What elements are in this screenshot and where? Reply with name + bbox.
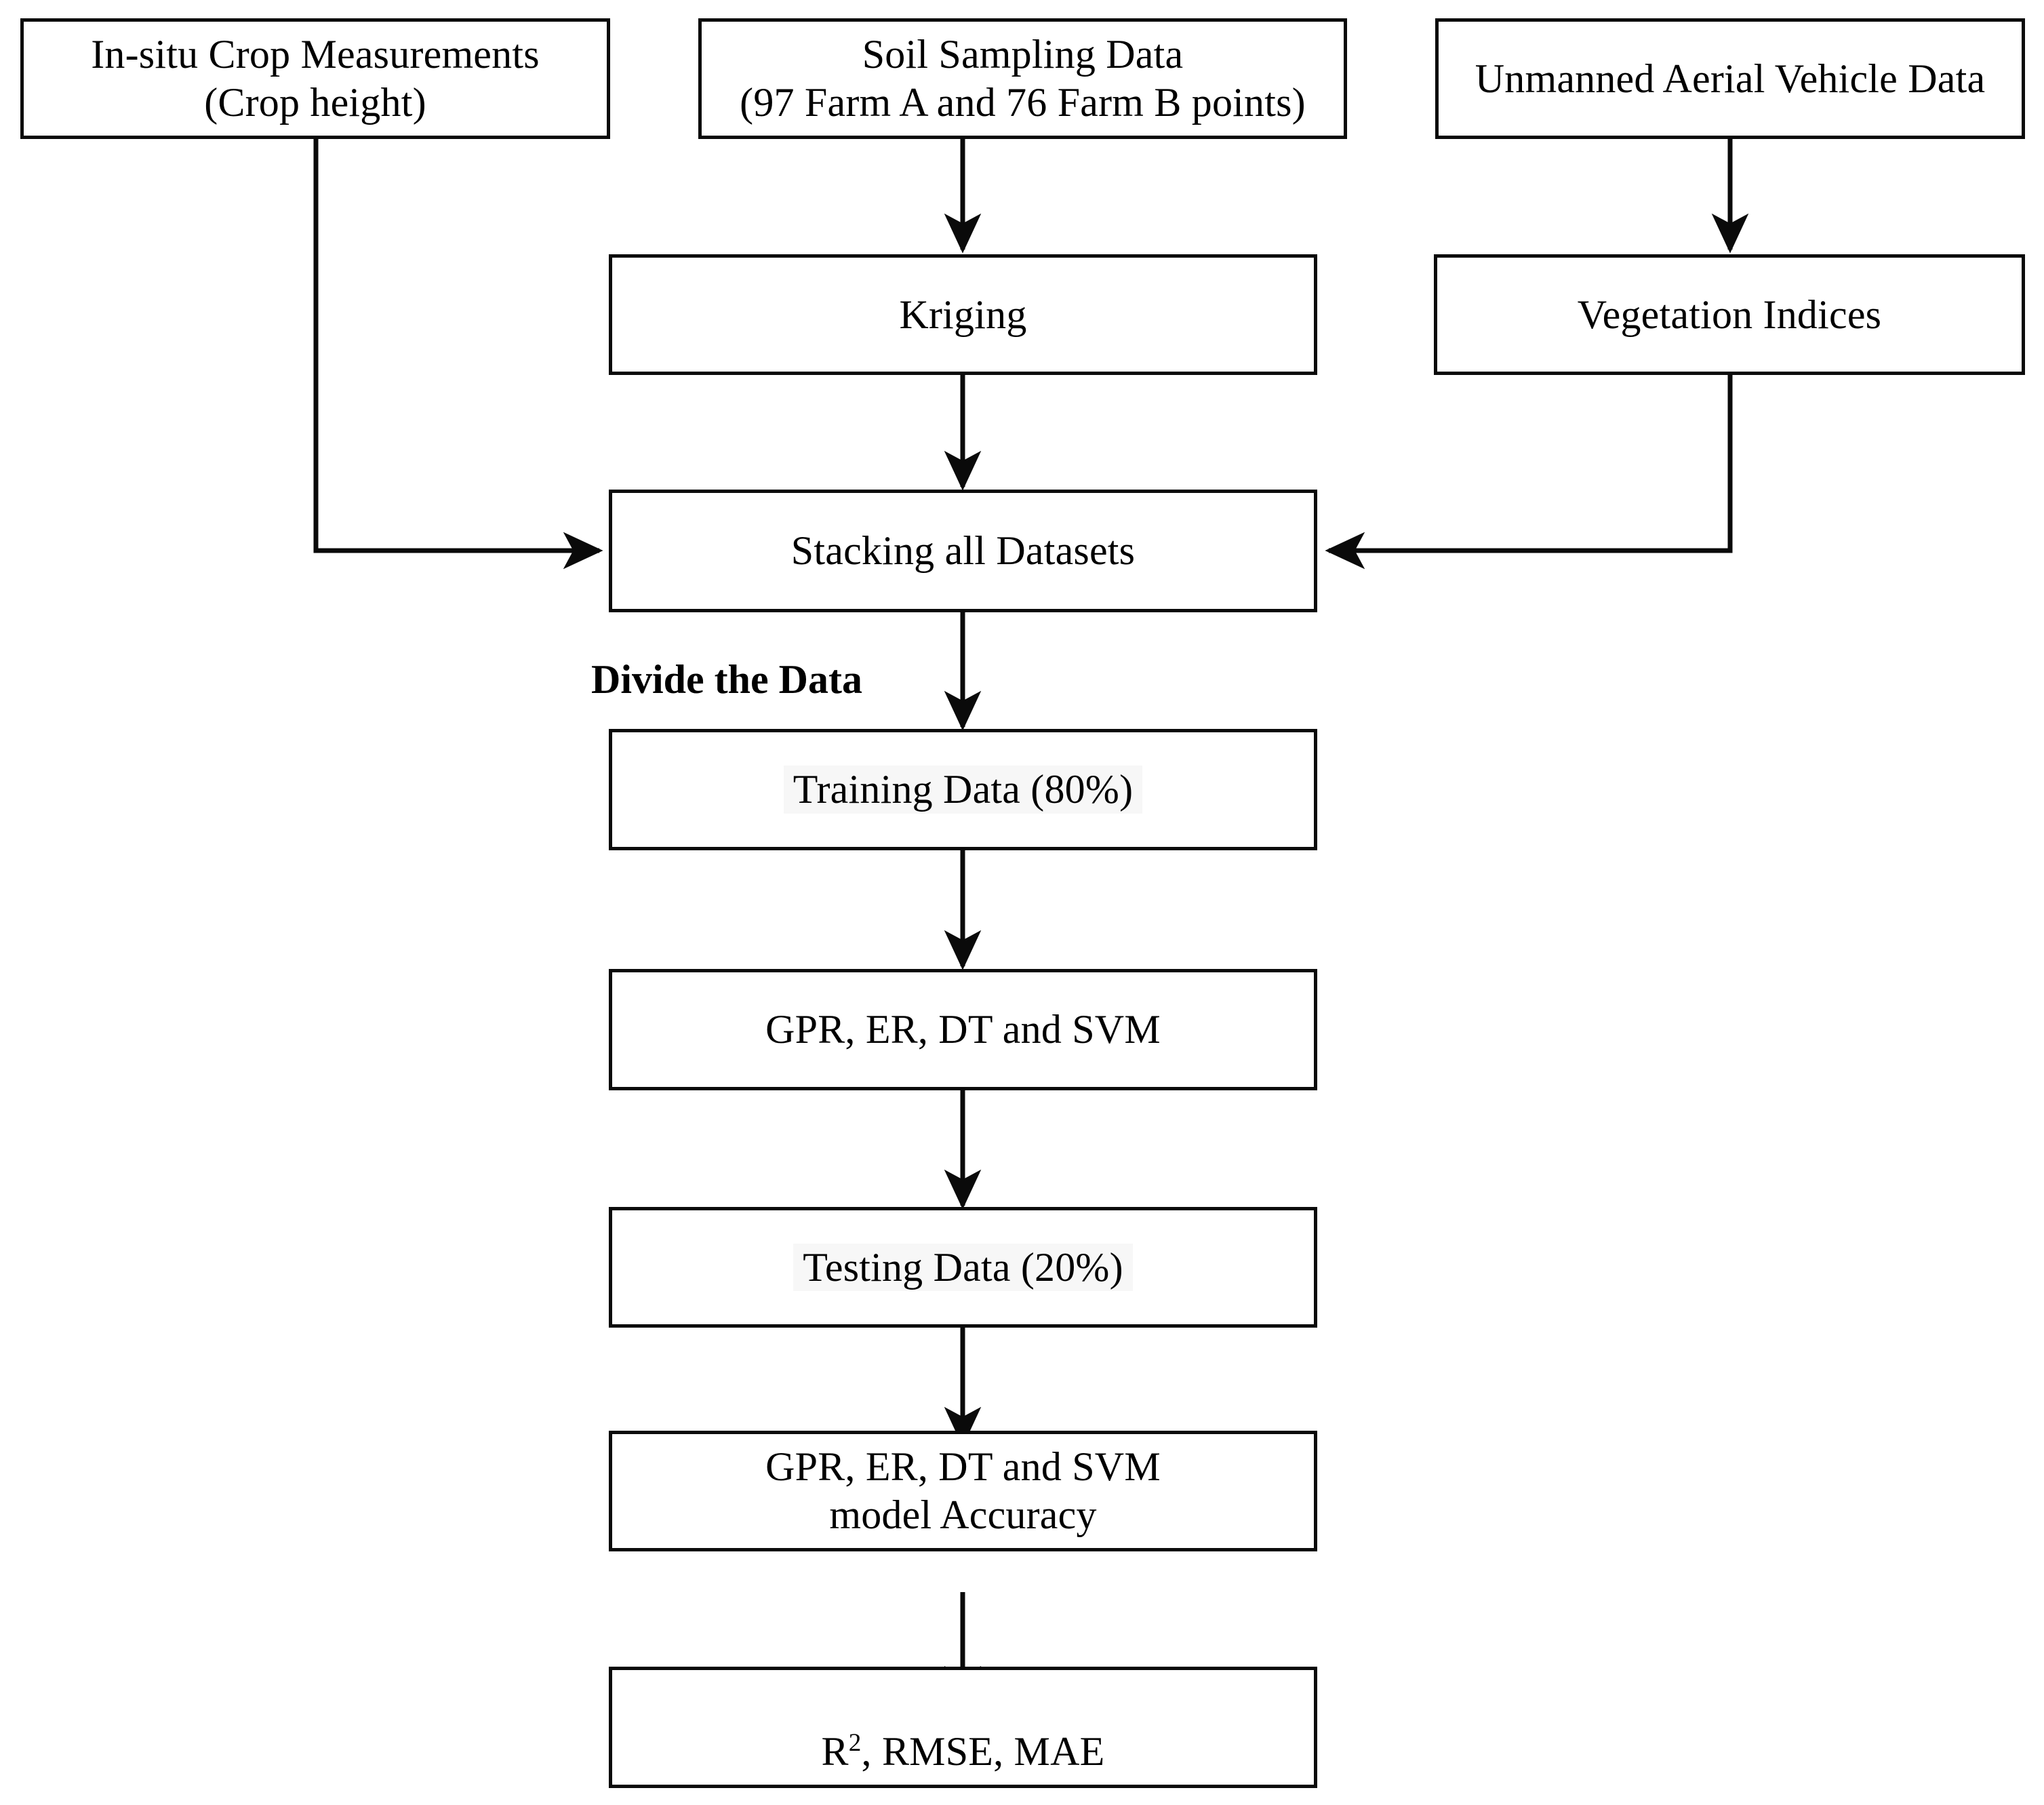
node-training-data-label: Training Data (80%) [783, 766, 1143, 814]
node-evaluation-metrics-label: R2, RMSE, MAE [812, 1680, 1115, 1776]
node-stacking-all-datasets[interactable]: Stacking all Datasets [609, 490, 1317, 612]
node-model-accuracy[interactable]: GPR, ER, DT and SVM model Accuracy [609, 1431, 1317, 1551]
node-in-situ-label: In-situ Crop Measurements (Crop height) [91, 32, 540, 125]
annotation-divide-the-data: Divide the Data [591, 657, 862, 702]
node-stacking-label: Stacking all Datasets [790, 528, 1136, 574]
node-kriging-label: Kriging [899, 292, 1027, 337]
node-uav-data[interactable]: Unmanned Aerial Vehicle Data [1435, 18, 2025, 139]
node-models-training[interactable]: GPR, ER, DT and SVM [609, 969, 1317, 1090]
node-evaluation-metrics[interactable]: R2, RMSE, MAE [609, 1667, 1317, 1788]
edge-insitu-to-stacking [313, 139, 603, 570]
metrics-r-symbol: R [821, 1728, 849, 1774]
node-training-data[interactable]: Training Data (80%) [609, 729, 1317, 850]
node-in-situ-crop-measurements[interactable]: In-situ Crop Measurements (Crop height) [20, 18, 610, 139]
node-kriging[interactable]: Kriging [609, 254, 1317, 375]
node-vegetation-indices-label: Vegetation Indices [1577, 292, 1882, 337]
node-models-training-label: GPR, ER, DT and SVM [765, 1007, 1161, 1052]
node-soil-sampling-label: Soil Sampling Data (97 Farm A and 76 Far… [740, 32, 1306, 125]
node-vegetation-indices[interactable]: Vegetation Indices [1434, 254, 2025, 375]
edge-vegetation-to-stacking [1325, 375, 1733, 570]
node-soil-sampling-data[interactable]: Soil Sampling Data (97 Farm A and 76 Far… [698, 18, 1347, 139]
node-testing-data-label: Testing Data (20%) [793, 1243, 1133, 1292]
node-model-accuracy-label: GPR, ER, DT and SVM model Accuracy [765, 1444, 1161, 1537]
node-testing-data[interactable]: Testing Data (20%) [609, 1207, 1317, 1328]
metrics-superscript-2: 2 [848, 1728, 862, 1757]
node-uav-label: Unmanned Aerial Vehicle Data [1475, 56, 1986, 101]
metrics-rest: , RMSE, MAE [861, 1728, 1105, 1774]
